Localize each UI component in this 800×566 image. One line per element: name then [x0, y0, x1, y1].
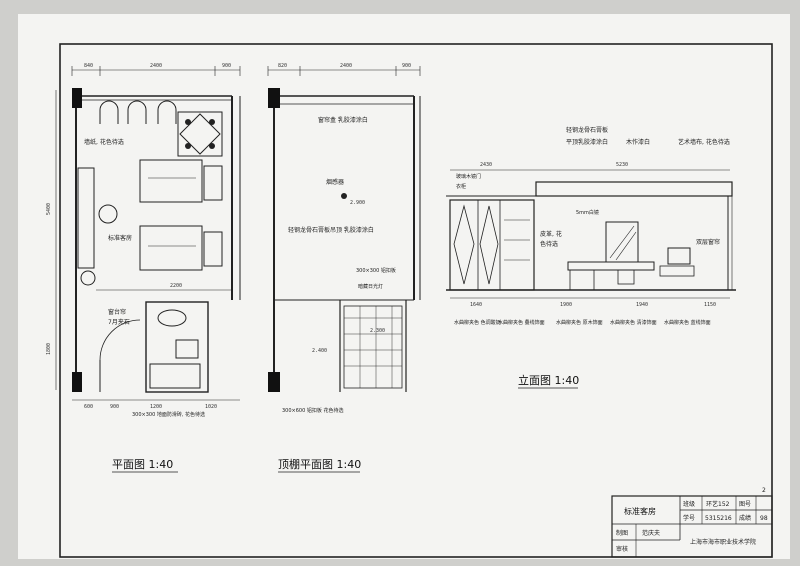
floor-plan: 840 2400 900 5400 1800 — [46, 63, 241, 473]
plan-title: 平面图 1:40 — [112, 458, 173, 471]
elev-top-label-1: 轻钢龙骨石膏板 — [566, 126, 608, 134]
elev-note-3: 水曲柳夹色 清漆饰面 — [610, 319, 657, 326]
elev-dim-bottom-0: 1640 — [470, 302, 482, 308]
tb-review-label: 审核 — [616, 545, 628, 553]
elev-top-label-3: 木作漆白 — [626, 138, 650, 146]
elev-mid-label-2: 皮革, 花 — [540, 230, 562, 238]
plan-note-bathroom: 300×300 地面防滑砖, 花色待选 — [132, 411, 205, 418]
elev-dim-bottom-2: 1940 — [636, 302, 648, 308]
elev-tv-label: 双层窗帘 — [696, 238, 720, 246]
elevation-title: 立面图 1:40 — [518, 373, 579, 387]
tb-grade-label: 成绩 — [739, 514, 751, 522]
ceiling-title: 顶棚平面图 1:40 — [278, 457, 361, 471]
tb-drawn-label: 制图 — [616, 529, 628, 537]
sheet-border — [59, 43, 773, 558]
plan-dim-mid: 2200 — [170, 283, 182, 289]
plan-dim-bottom-0: 600 — [84, 404, 93, 410]
elev-mid-label-3: 色待选 — [540, 240, 558, 248]
tb-drawn-value: 范庆夫 — [642, 529, 660, 537]
tb-drawing-no-label: 图号 — [739, 501, 751, 508]
ceiling-dim-top-2: 900 — [402, 63, 411, 69]
paper — [18, 14, 790, 559]
ceiling-label-low: 2.400 — [312, 348, 327, 354]
elev-left-label-1: 玻璃木镜门 — [456, 173, 481, 180]
plan-label-bedroom: 标准客房 — [108, 234, 132, 242]
elev-note-0: 水曲柳夹色 色调酸奶 — [454, 319, 501, 326]
plan-label-wallpaper: 墙纸, 花色待选 — [84, 138, 124, 146]
title-block: 标准客房 班级 环艺152 图号 学号 5315216 成绩 98 制图 范庆夫… — [611, 487, 773, 558]
tb-school: 上海市海市职业技术学院 — [690, 538, 756, 546]
tb-sheet-mark: 2 — [762, 487, 766, 494]
elev-note-1: 水曲柳夹色 叠线饰面 — [498, 319, 545, 326]
plan-dim-bottom-2: 1200 — [150, 404, 162, 410]
plan-dim-top-1: 2400 — [150, 63, 162, 69]
plan-label-curtain2: 7月夹石 — [108, 318, 130, 326]
tb-class-value: 环艺152 — [706, 500, 730, 508]
plan-dim-top-2: 900 — [222, 63, 231, 69]
elev-note-4: 水曲柳夹色 蓝线饰面 — [664, 319, 711, 326]
ceiling-note-bottom: 300×600 铝扣板 花色待选 — [282, 407, 343, 414]
tb-student-no-value: 5315216 — [705, 515, 732, 522]
ceiling-label-main: 窗帘盒 乳胶漆涂白 — [318, 116, 368, 124]
plan-dim-left-1: 1800 — [46, 343, 52, 355]
elev-dim-bottom-3: 1150 — [704, 302, 716, 308]
elev-left-label-2: 衣柜 — [456, 183, 466, 190]
tb-grade-value: 98 — [760, 515, 768, 522]
tb-class-label: 班级 — [683, 500, 695, 508]
ceiling-label-height: 2.900 — [350, 200, 365, 206]
ceiling-label-panel: 300×300 铝扣板 — [356, 267, 396, 274]
ceiling-dim-top-1: 2400 — [340, 63, 352, 69]
ceiling-label-board: 轻钢龙骨石膏板吊顶 乳胶漆涂白 — [288, 226, 374, 234]
plan-label-curtain: 窗台帘 — [108, 308, 126, 316]
ceiling-label-detector: 烟感器 — [326, 178, 344, 186]
tb-student-no-label: 学号 — [683, 514, 695, 522]
ceiling-plan: 820 2400 900 窗帘盒 乳胶漆涂白 烟感器 2.900 轻钢龙骨石膏板… — [267, 63, 421, 473]
elev-top-label-4: 艺术墙布, 花色待选 — [678, 138, 730, 146]
elev-note-2: 水曲柳夹色 原木饰面 — [556, 319, 603, 326]
ceiling-dim-top-0: 820 — [278, 63, 287, 69]
elev-dim-top-1: 5230 — [616, 162, 628, 168]
elev-mid-label: 5mm白镜 — [576, 209, 599, 216]
tb-project: 标准客房 — [624, 506, 656, 516]
ceiling-label-bath-h: 2.300 — [370, 328, 385, 334]
plan-dim-bottom-3: 1020 — [205, 404, 217, 410]
plan-dim-bottom-1: 900 — [110, 404, 119, 410]
elev-dim-bottom-1: 1900 — [560, 302, 572, 308]
elevation: 2430 5230 1640 1900 1940 1150 — [446, 126, 736, 389]
elev-top-label-2: 平顶乳胶漆涂白 — [566, 138, 608, 146]
plan-dim-left-0: 5400 — [46, 203, 52, 215]
plan-dim-top-0: 840 — [84, 63, 93, 69]
ceiling-label-light: 暗藏日光灯 — [358, 283, 383, 290]
elev-dim-top-0: 2430 — [480, 162, 492, 168]
